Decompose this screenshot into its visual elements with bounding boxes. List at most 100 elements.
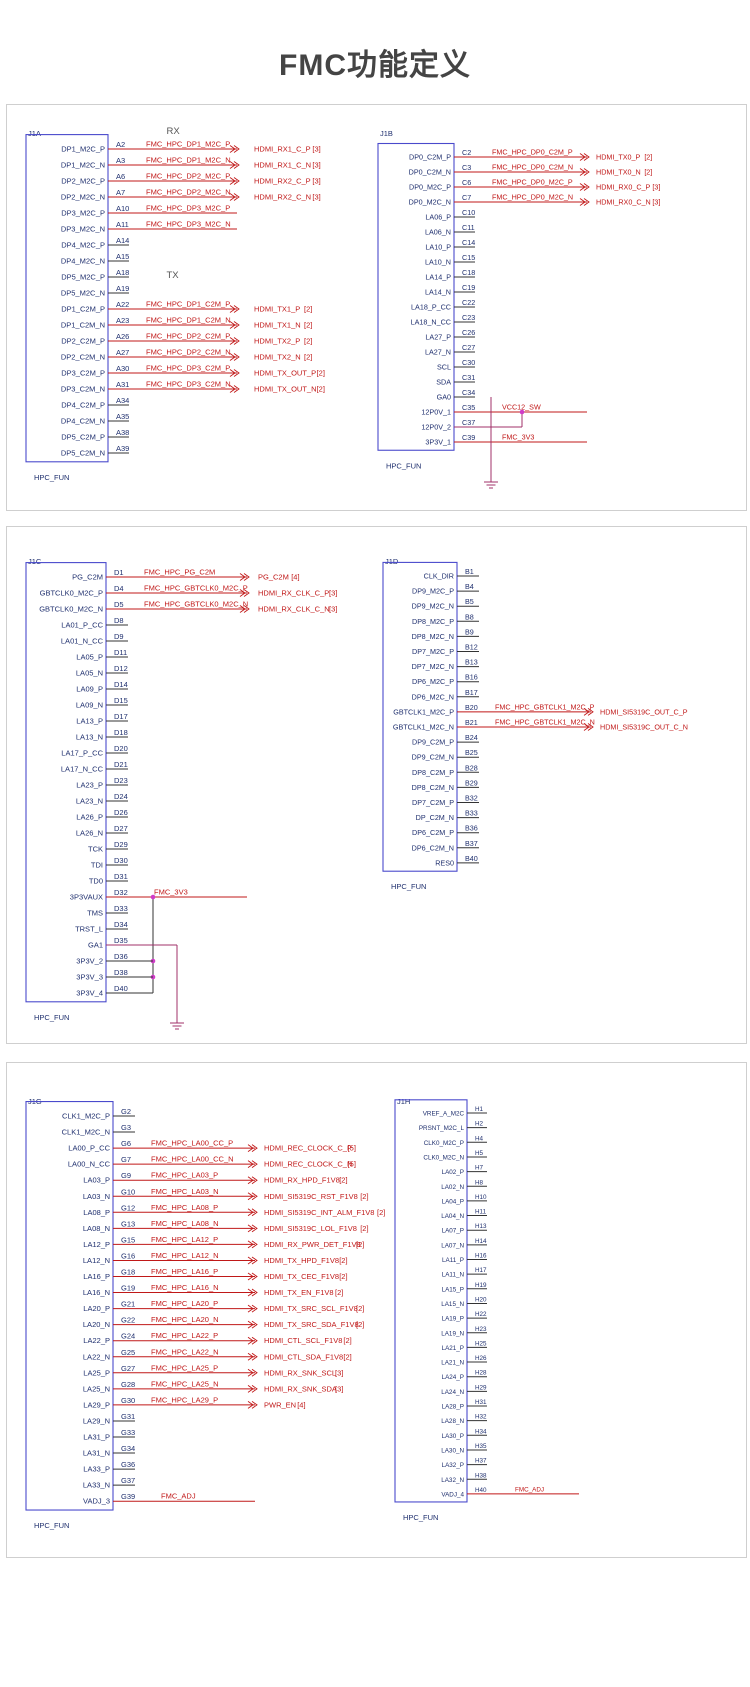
pin-name-la09-p: LA09_P: [76, 685, 103, 694]
pin-number-h31: H31: [475, 1399, 487, 1406]
pin-number-b33: B33: [465, 809, 478, 818]
pin-number-h40: H40: [475, 1487, 487, 1494]
sheet-ref: [5]: [348, 1144, 356, 1153]
net-label-fmc-hpc-la16-p: FMC_HPC_LA16_P: [151, 1267, 218, 1276]
net-label-fmc-hpc-la00-cc-p: FMC_HPC_LA00_CC_P: [151, 1139, 233, 1148]
pin-number-a38: A38: [116, 428, 129, 437]
sheet-ref: [4]: [291, 573, 299, 582]
pin-number-a39: A39: [116, 444, 129, 453]
pin-number-d36: D36: [114, 952, 128, 961]
pin-name-la06-n: LA06_N: [425, 228, 451, 237]
port-label-hdmi-tx-src-sda-f1v8: HDMI_TX_SRC_SDA_F1V8: [264, 1320, 359, 1329]
pin-name-dp8-c2m-p: DP8_C2M_P: [412, 768, 454, 777]
pin-name-la15-n: LA15_N: [441, 1301, 464, 1308]
pin-number-d32: D32: [114, 888, 128, 897]
pin-number-g27: G27: [121, 1364, 135, 1373]
pin-name-dp0-c2m-n: DP0_C2M_N: [409, 168, 451, 177]
sheet-ref: [2]: [360, 1224, 368, 1233]
pin-number-g7: G7: [121, 1155, 131, 1164]
port-arrow-icon: [579, 153, 590, 161]
net-label-fmc-hpc-la16-n: FMC_HPC_LA16_N: [151, 1283, 219, 1292]
pin-number-g12: G12: [121, 1203, 135, 1212]
pin-name-la33-p: LA33_P: [83, 1465, 110, 1474]
net-label-fmc-hpc-la22-p: FMC_HPC_LA22_P: [151, 1331, 218, 1340]
pin-number-g28: G28: [121, 1380, 135, 1389]
pin-number-c2: C2: [462, 148, 471, 157]
pin-name-dp6-m2c-p: DP6_M2C_P: [412, 677, 454, 686]
pin-number-g22: G22: [121, 1316, 135, 1325]
sheet-ref: [3]: [312, 145, 320, 154]
pin-number-d38: D38: [114, 968, 128, 977]
port-label-hdmi-rx0-c-n: HDMI_RX0_C_N: [596, 198, 651, 207]
pin-number-h16: H16: [475, 1253, 487, 1260]
pin-number-d5: D5: [114, 600, 124, 609]
pin-name-la13-p: LA13_P: [76, 717, 103, 726]
port-arrow-icon: [247, 1368, 258, 1377]
port-arrow-icon: [247, 1320, 258, 1329]
port-label-hdmi-rx2-c-n: HDMI_RX2_C_N: [254, 193, 311, 202]
pin-number-b37: B37: [465, 839, 478, 848]
pin-name-la26-n: LA26_N: [76, 829, 103, 838]
pin-number-g31: G31: [121, 1412, 135, 1421]
port-label-hdmi-tx1-n: HDMI_TX1_N: [254, 321, 301, 330]
port-arrow-icon: [579, 198, 590, 206]
pin-number-a23: A23: [116, 316, 129, 325]
pin-name-3p3v-4: 3P3V_4: [76, 989, 103, 998]
port-label-hdmi-tx-out-n: HDMI_TX_OUT_N: [254, 385, 317, 394]
pin-number-b36: B36: [465, 824, 478, 833]
pin-name-dp8-m2c-n: DP8_M2C_N: [412, 632, 454, 641]
pin-number-h14: H14: [475, 1238, 487, 1245]
pin-name-la17-p-cc: LA17_P_CC: [61, 749, 103, 758]
pin-name-dp3-c2m-n: DP3_C2M_N: [61, 385, 105, 394]
port-label-hdmi-rx-snk-sda: HDMI_RX_SNK_SDA: [264, 1384, 337, 1393]
pin-name-dp9-c2m-p: DP9_C2M_P: [412, 738, 454, 747]
pin-name-la03-n: LA03_N: [83, 1192, 110, 1201]
pin-name-3p3v-2: 3P3V_2: [76, 957, 103, 966]
pin-name-la31-p: LA31_P: [83, 1433, 110, 1442]
pin-number-h7: H7: [475, 1165, 484, 1172]
pin-name-td0: TD0: [89, 877, 103, 886]
port-label-hdmi-tx-cec-f1v8: HDMI_TX_CEC_F1V8: [264, 1272, 339, 1281]
sheet-ref: [2]: [304, 337, 312, 346]
pin-name-la20-p: LA20_P: [83, 1304, 110, 1313]
sheet-ref: [2]: [304, 353, 312, 362]
pin-name-la02-n: LA02_N: [441, 1184, 464, 1191]
pin-number-d31: D31: [114, 872, 128, 881]
port-label-hdmi-rx-hpd-f1v8: HDMI_RX_HPD_F1V8: [264, 1176, 340, 1185]
sheet-ref: [3]: [335, 1368, 343, 1377]
pin-name-la20-n: LA20_N: [83, 1320, 110, 1329]
net-label-fmc-hpc-dp2-m2c-n: FMC_HPC_DP2_M2C_N: [146, 188, 231, 197]
symbol-footer: HPC_FUN: [34, 473, 69, 482]
pin-number-h29: H29: [475, 1384, 487, 1391]
net-label-fmc-hpc-dp3-c2m-n: FMC_HPC_DP3_C2M_N: [146, 380, 231, 389]
port-label-hdmi-tx1-p: HDMI_TX1_P: [254, 305, 300, 314]
pin-name-dp7-c2m-p: DP7_C2M_P: [412, 798, 454, 807]
pin-number-h38: H38: [475, 1472, 487, 1479]
sheet-ref: [3]: [312, 193, 320, 202]
pin-number-g10: G10: [121, 1187, 135, 1196]
pin-number-g15: G15: [121, 1235, 135, 1244]
pin-number-d26: D26: [114, 808, 128, 817]
net-label-fmc-adj: FMC_ADJ: [515, 1486, 544, 1493]
pin-number-a3: A3: [116, 156, 125, 165]
pin-number-g3: G3: [121, 1123, 131, 1132]
port-label-hdmi-rx-clk-c-p: HDMI_RX_CLK_C_P: [258, 589, 329, 598]
port-arrow-icon: [229, 337, 240, 345]
net-label-fmc-hpc-la20-n: FMC_HPC_LA20_N: [151, 1315, 219, 1324]
port-arrow-icon: [229, 369, 240, 377]
net-label-fmc-hpc-la22-n: FMC_HPC_LA22_N: [151, 1347, 219, 1356]
net-label-fmc-hpc-dp1-c2m-p: FMC_HPC_DP1_C2M_P: [146, 300, 230, 309]
sheet-ref: [2]: [304, 305, 312, 314]
pin-number-b29: B29: [465, 778, 478, 787]
pin-name-tck: TCK: [88, 845, 103, 854]
port-arrow-icon: [579, 183, 590, 191]
pin-name-dp4-c2m-p: DP4_C2M_P: [61, 401, 105, 410]
pin-number-a2: A2: [116, 140, 125, 149]
net-label-fmc-hpc-gbtclk0-m2c-n: FMC_HPC_GBTCLK0_M2C_N: [144, 600, 248, 609]
pin-number-b12: B12: [465, 643, 478, 652]
sheet-ref: [2]: [317, 369, 325, 378]
symbol-box-j1h: [394, 1099, 468, 1503]
net-label-fmc-hpc-gbtclk1-m2c-p: FMC_HPC_GBTCLK1_M2C_P: [495, 702, 595, 711]
pin-number-b21: B21: [465, 718, 478, 727]
